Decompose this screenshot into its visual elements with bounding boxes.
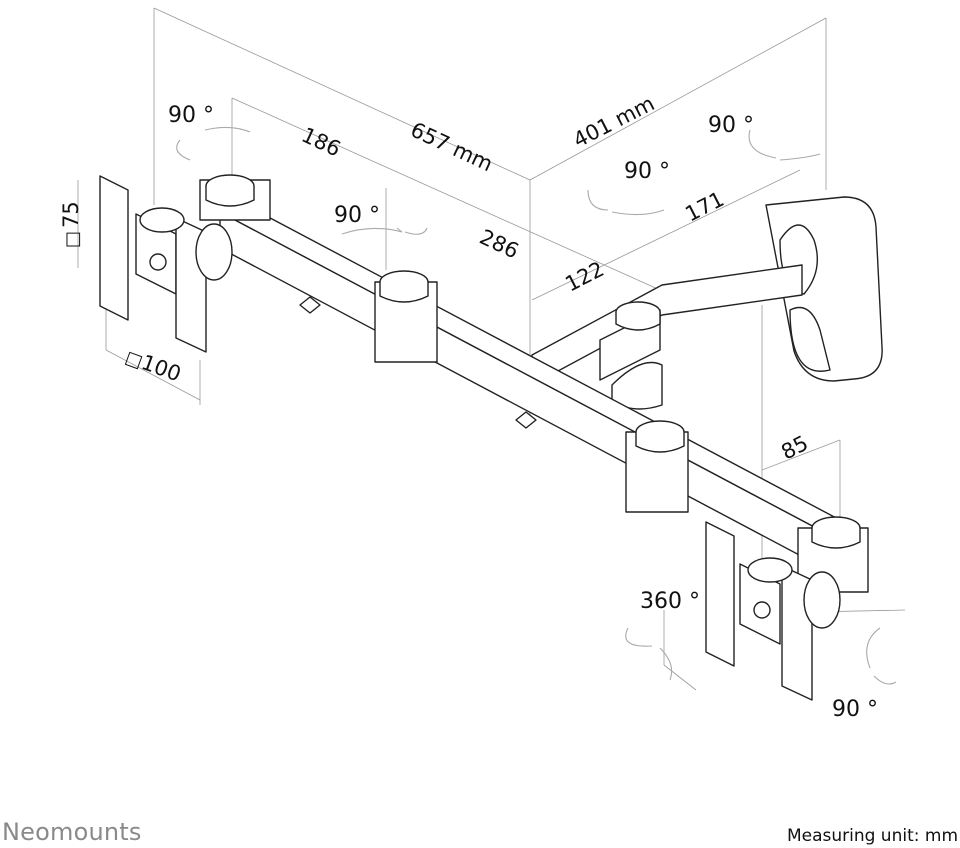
dimension-lines — [77, 7, 906, 691]
angle-left-top: 90 ° — [168, 103, 214, 128]
brand-logo: Neomounts — [2, 818, 142, 846]
angle-right-top: 90 ° — [708, 113, 754, 138]
dim-186: 186 — [298, 123, 344, 162]
dim-401: 401 mm — [569, 91, 658, 152]
dim-657: 657 mm — [407, 117, 497, 176]
angle-mid-arm: 90 ° — [334, 203, 380, 228]
angle-tilt-bottom: 90 ° — [832, 697, 878, 722]
vesa-100: 100 — [138, 350, 184, 386]
rotation-arrows — [176, 126, 897, 685]
arm-joints — [199, 174, 869, 593]
right-vesa-head — [705, 521, 841, 701]
vesa-75-square: □ — [62, 231, 83, 248]
vesa-75: 75 — [59, 201, 83, 228]
measuring-unit: Measuring unit: mm — [786, 826, 958, 846]
wall-plate — [765, 196, 883, 382]
dim-85: 85 — [777, 431, 812, 465]
left-vesa-head — [99, 175, 233, 353]
dim-122: 122 — [561, 257, 608, 297]
dim-171: 171 — [681, 187, 728, 227]
angle-center: 90 ° — [624, 159, 670, 184]
dim-286: 286 — [476, 225, 522, 264]
angle-swivel: 360 ° — [640, 589, 700, 614]
vesa-100-square: □ — [122, 347, 145, 373]
